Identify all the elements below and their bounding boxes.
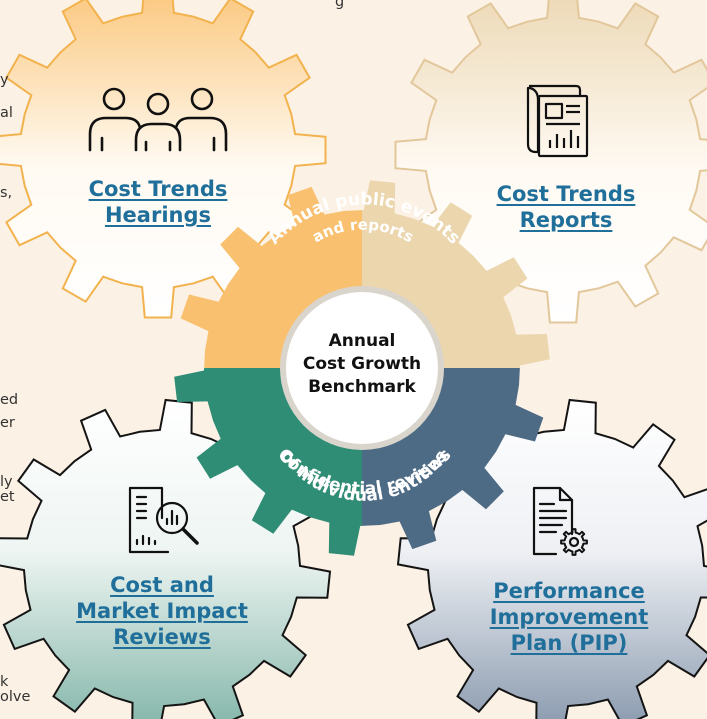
- top-clipped-text: g: [335, 0, 345, 10]
- cost-trends-hearings-link[interactable]: Cost Trends Hearings: [58, 176, 258, 228]
- gear-top-right: [394, 0, 707, 324]
- side-text-fragment: k: [0, 674, 9, 690]
- center-disk: [286, 292, 438, 444]
- link-line: Reports: [519, 208, 613, 232]
- link-line: Reviews: [113, 625, 211, 649]
- people-group-icon: [88, 87, 228, 152]
- side-text-fragment: et: [0, 489, 15, 505]
- cost-and-market-impact-reviews-link[interactable]: Cost and Market Impact Reviews: [52, 572, 272, 650]
- link-line: Cost and: [110, 573, 214, 597]
- link-line: Performance: [493, 579, 645, 603]
- side-text-fragment: s,: [0, 185, 13, 201]
- performance-improvement-plan-link[interactable]: Performance Improvement Plan (PIP): [459, 578, 679, 656]
- side-text-fragment: er: [0, 415, 15, 431]
- center-title: Annual Cost Growth Benchmark: [282, 330, 442, 399]
- report-document-icon: [526, 84, 589, 158]
- cost-trends-reports-link[interactable]: Cost Trends Reports: [466, 181, 666, 233]
- center-title-line: Cost Growth: [302, 354, 422, 374]
- document-gear-icon: [532, 486, 588, 556]
- link-line: Hearings: [104, 203, 212, 227]
- side-text-fragment: ed: [0, 392, 19, 408]
- center-title-line: Benchmark: [308, 377, 416, 397]
- link-line: Improvement: [489, 605, 649, 629]
- link-line: Cost Trends: [496, 182, 636, 206]
- link-line: Cost Trends: [88, 177, 228, 201]
- center-title-line: Annual: [328, 331, 396, 351]
- document-magnifier-icon: [128, 486, 199, 554]
- link-line: Plan (PIP): [510, 631, 628, 655]
- side-text-fragment: al: [0, 105, 13, 121]
- side-text-fragment: olve: [0, 689, 31, 705]
- link-line: Market Impact: [76, 599, 248, 623]
- side-text-fragment: ly: [0, 474, 13, 490]
- side-text-fragment: y: [0, 72, 9, 88]
